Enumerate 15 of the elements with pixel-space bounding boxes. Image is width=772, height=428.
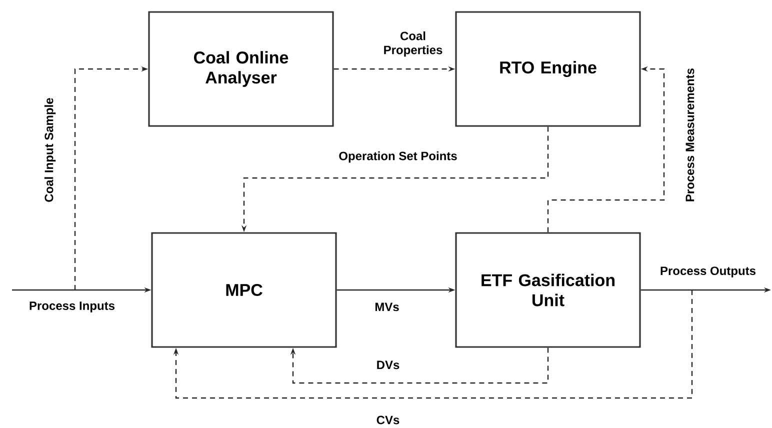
edge-label: Process Inputs <box>28 300 116 314</box>
edge-label: Coal Properties <box>382 30 444 58</box>
edge-label: Process Measurements <box>684 66 696 204</box>
process-box: RTO Engine <box>455 11 641 127</box>
edge-label: DVs <box>375 360 401 370</box>
edge-label: Coal Input Sample <box>43 96 57 204</box>
process-box: Coal Online Analyser <box>148 11 334 127</box>
process-box: MPC <box>151 232 337 348</box>
edge-label: Operation Set Points <box>338 150 458 164</box>
edge-label: MVs <box>374 302 400 312</box>
arrow <box>290 348 549 384</box>
edge-label: Process Outputs <box>658 266 757 278</box>
edge-label: CVs <box>375 414 401 426</box>
process-box: ETF Gasification Unit <box>455 232 641 348</box>
arrow <box>173 290 693 399</box>
